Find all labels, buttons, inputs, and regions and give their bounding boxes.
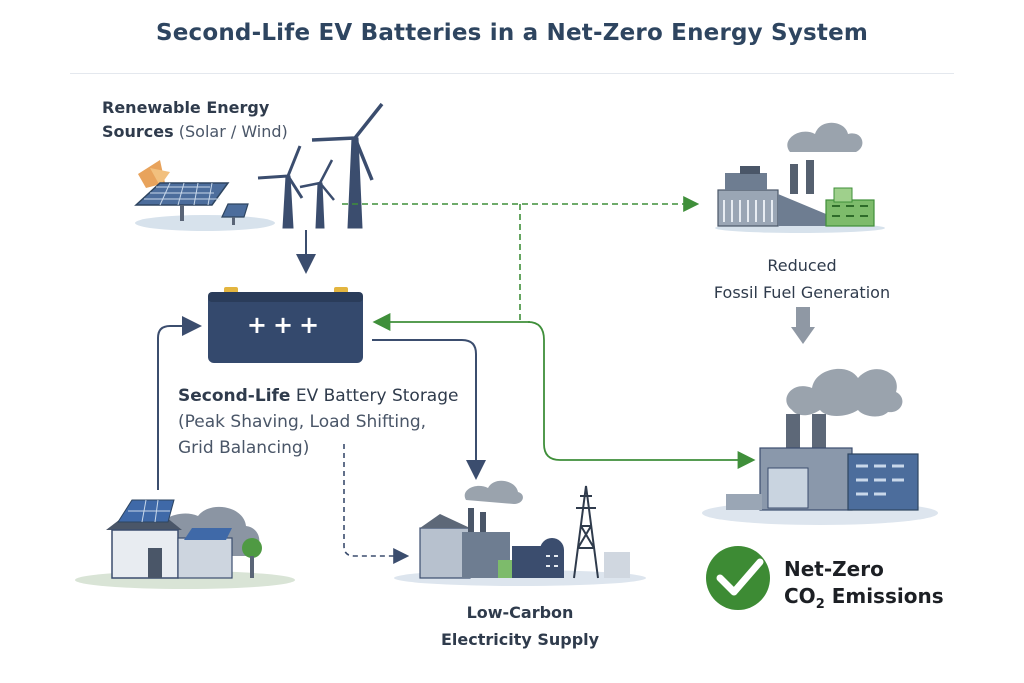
net-zero-rest: Emissions (824, 584, 944, 608)
battery-line2: (Peak Shaving, Load Shifting, (178, 412, 427, 432)
renewable-line2-bold: Sources (102, 122, 174, 141)
house-solar-icon (75, 499, 295, 589)
arrow-grid-to-factory (527, 321, 756, 469)
arrow-house-to-battery (157, 316, 202, 490)
title-divider (70, 73, 954, 74)
net-zero-factory-icon (702, 368, 938, 525)
net-zero-line1: Net-Zero (784, 557, 884, 581)
fossil-line1: Reduced (767, 256, 837, 275)
renewable-energy-illustration (134, 102, 384, 231)
net-zero-sub: 2 (815, 597, 825, 612)
renewable-label: Renewable Energy Sources (Solar / Wind) (102, 96, 288, 144)
battery-symbol: +++ (247, 311, 325, 339)
reduction-arrow (791, 307, 815, 344)
low-carbon-town-icon (394, 480, 646, 586)
solar-panel-small-icon (221, 203, 249, 225)
net-zero-label: Net-Zero CO2 Emissions (784, 556, 944, 618)
fossil-line2: Fossil Fuel Generation (713, 283, 891, 302)
dashed-arrow-battery-to-supply (343, 444, 410, 564)
fossil-plant-icon (715, 122, 885, 233)
renewable-line1: Renewable Energy (102, 98, 270, 117)
battery-line3: Grid Balancing) (178, 438, 310, 458)
wind-turbine-icon (257, 102, 384, 229)
supply-label: Low-Carbon Electricity Supply (410, 599, 630, 653)
renewable-line2-rest: (Solar / Wind) (178, 122, 288, 141)
battery-icon: +++ (208, 287, 363, 363)
net-zero-co: CO (784, 584, 816, 608)
battery-label: Second-Life EV Battery Storage (Peak Sha… (178, 383, 458, 461)
sun-icon (138, 160, 170, 188)
battery-title-bold: Second-Life (178, 386, 291, 406)
arrow-battery-to-supply (372, 339, 486, 480)
solar-panel-icon (134, 182, 230, 221)
page-title: Second-Life EV Batteries in a Net-Zero E… (155, 20, 869, 46)
fossil-label: Reduced Fossil Fuel Generation (682, 252, 922, 306)
supply-line2: Electricity Supply (440, 630, 600, 649)
check-icon (706, 546, 770, 610)
supply-line1: Low-Carbon (466, 603, 574, 622)
battery-title-rest: EV Battery Storage (295, 386, 459, 406)
